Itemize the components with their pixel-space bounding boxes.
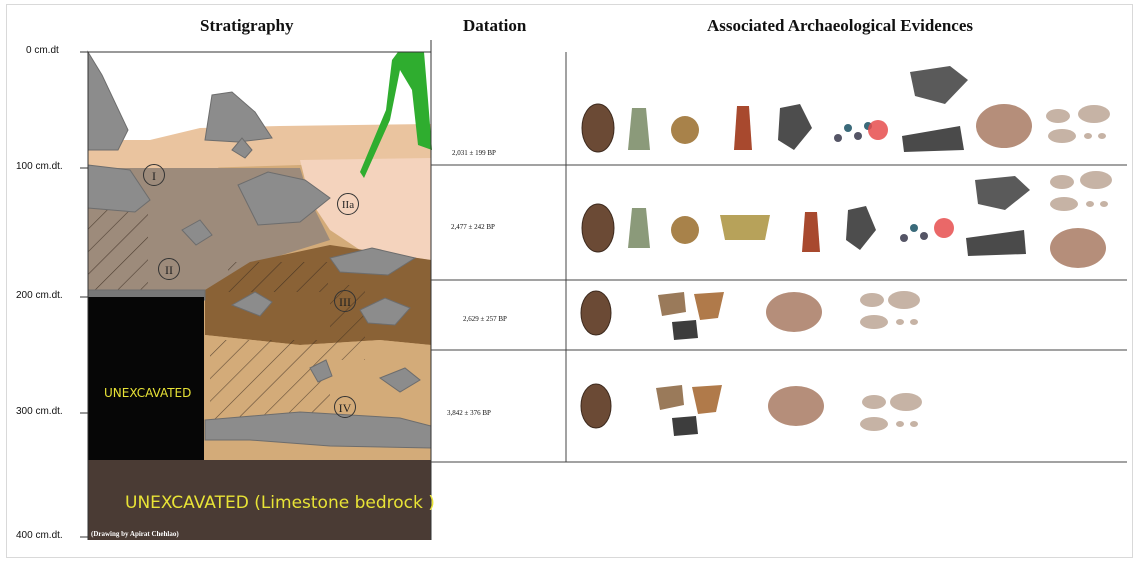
bone-fragments-icon bbox=[768, 386, 824, 426]
bone-fragments-icon bbox=[976, 104, 1032, 148]
bone-fragments-icon bbox=[1050, 228, 1106, 268]
potsherds-icon bbox=[658, 292, 724, 340]
potsherds-icon bbox=[656, 385, 722, 436]
adze-icon bbox=[582, 104, 614, 152]
shell-icon bbox=[846, 206, 876, 250]
layer-label-iii: III bbox=[334, 290, 356, 312]
layer-label-iv: IV bbox=[334, 396, 356, 418]
layer-label-ii: II bbox=[158, 258, 180, 280]
adze-icon bbox=[582, 204, 614, 252]
pottery-bowl-icon bbox=[720, 215, 770, 240]
bead-icon bbox=[671, 116, 699, 144]
bead-icon bbox=[671, 216, 699, 244]
stratigraphy-header: Stratigraphy bbox=[200, 16, 294, 36]
bedrock-label: UNEXCAVATED (Limestone bedrock ) bbox=[125, 493, 435, 513]
pebbles-icon bbox=[1050, 171, 1112, 211]
adze-icon bbox=[581, 384, 611, 428]
shell-fragments-icon bbox=[966, 176, 1030, 256]
datation-1: 2,031 ± 199 BP bbox=[452, 149, 496, 157]
datation-2: 2,477 ± 242 BP bbox=[451, 223, 495, 231]
depth-label-400: 400 cm.dt. bbox=[16, 530, 63, 541]
artifact-row-4 bbox=[581, 384, 922, 436]
shell-fragments-icon bbox=[902, 66, 968, 152]
artifact-row-2 bbox=[582, 171, 1112, 268]
datation-header: Datation bbox=[463, 16, 526, 36]
stone-tool-icon bbox=[734, 106, 752, 150]
bone-fragments-icon bbox=[766, 292, 822, 332]
beads-cluster-icon bbox=[900, 218, 954, 242]
pebbles-icon bbox=[860, 291, 920, 329]
unexcavated-label: UNEXCAVATED bbox=[104, 386, 191, 400]
depth-label-100: 100 cm.dt. bbox=[16, 161, 63, 172]
stone-tool-icon bbox=[802, 212, 820, 252]
chisel-icon bbox=[628, 208, 650, 248]
datation-3: 2,629 ± 257 BP bbox=[463, 315, 507, 323]
depth-label-300: 300 cm.dt. bbox=[16, 406, 63, 417]
pebbles-icon bbox=[860, 393, 922, 431]
shell-icon bbox=[778, 104, 812, 150]
beads-cluster-icon bbox=[834, 120, 888, 142]
depth-label-200: 200 cm.dt. bbox=[16, 290, 63, 301]
artifact-row-3 bbox=[581, 291, 920, 340]
unexcavated-block bbox=[88, 297, 204, 460]
evidence-header: Associated Archaeological Evidences bbox=[707, 16, 973, 36]
artifact-row-1 bbox=[582, 66, 1110, 152]
depth-label-0: 0 cm.dt bbox=[26, 45, 59, 56]
layer-label-i: I bbox=[143, 164, 165, 186]
datation-4: 3,842 ± 376 BP bbox=[447, 409, 491, 417]
drawing-credit: (Drawing by Apirat Chehlao) bbox=[91, 530, 179, 538]
layer-label-iia: IIa bbox=[337, 193, 359, 215]
adze-icon bbox=[581, 291, 611, 335]
chisel-icon bbox=[628, 108, 650, 150]
pebbles-icon bbox=[1046, 105, 1110, 143]
